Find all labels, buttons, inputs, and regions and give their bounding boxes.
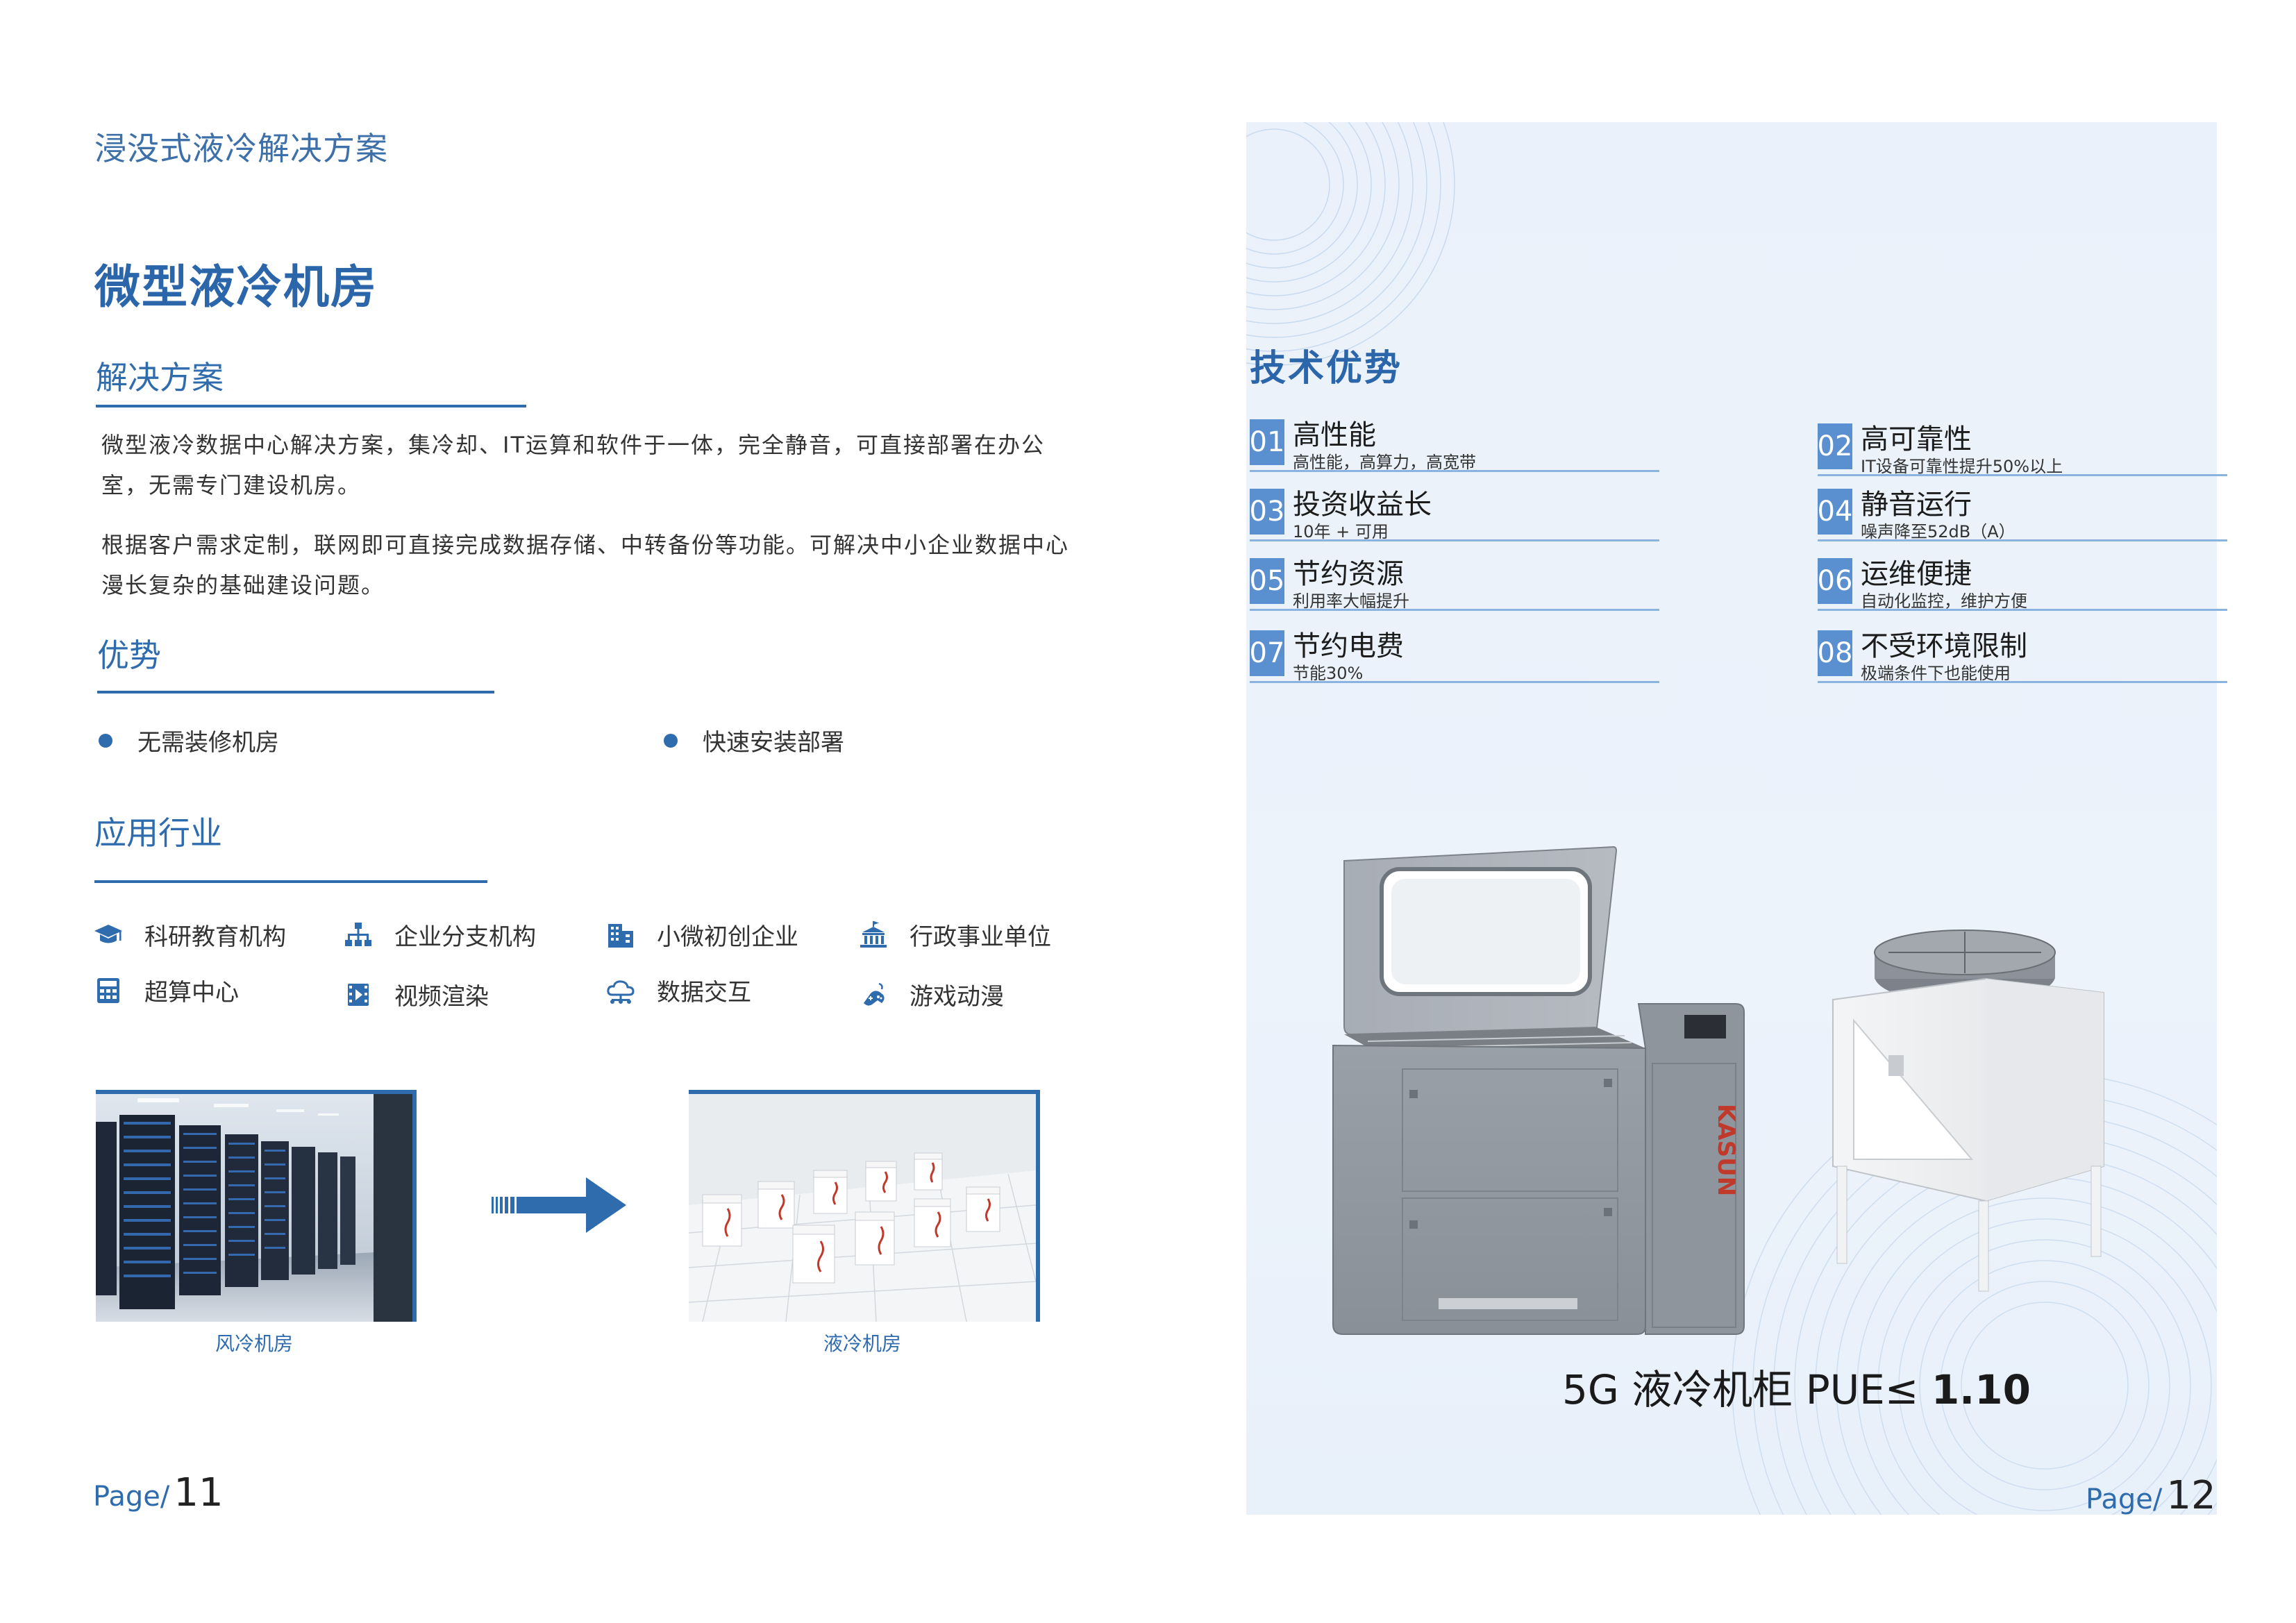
- industry-item: 视频渲染: [343, 977, 489, 1011]
- pue-value: 1.10: [1931, 1366, 2031, 1413]
- solution-rule: [96, 405, 526, 407]
- industry-item: 数据交互: [605, 973, 751, 1007]
- bullet-dot-icon: [99, 733, 112, 748]
- advantage-card: 05 节约资源 利用率大幅提升: [1250, 551, 1659, 611]
- gamepad-icon: [858, 979, 889, 1010]
- calculator-icon: [93, 975, 124, 1006]
- building-icon: [605, 920, 636, 950]
- advantage-item: 无需装修机房: [99, 723, 279, 757]
- advantage-underline: [1818, 474, 2227, 476]
- advantage-underline: [1250, 470, 1659, 472]
- advantage-card: 07 节约电费 节能30%: [1250, 623, 1659, 683]
- server-room-illustration: [96, 1094, 412, 1322]
- liquid-room-illustration: [689, 1094, 1036, 1322]
- advantage-card: 06 运维便捷 自动化监控，维护方便: [1818, 551, 2227, 611]
- advantage-card: 03 投资收益长 10年 + 可用: [1250, 482, 1659, 541]
- industry-item: 行政事业单位: [858, 918, 1051, 952]
- product-caption: 5G 液冷机柜 PUE≤ 1.10: [1562, 1366, 2031, 1413]
- government-icon: [858, 920, 889, 950]
- advantage-item: 快速安装部署: [664, 723, 844, 757]
- cabinet-brand-logo: KASUN: [1712, 1104, 1740, 1196]
- advantage-underline: [1818, 681, 2227, 683]
- liquid-cooling-cabinet-image: KASUN: [1319, 840, 2125, 1354]
- liquid-cooled-room-photo: [689, 1090, 1040, 1322]
- cabinet-illustration: KASUN: [1332, 846, 2104, 1335]
- solution-paragraph-2: 根据客户需求定制，联网即可直接完成数据存储、中转备份等功能。可解决中小企业数据中…: [101, 532, 1070, 598]
- page-number-right: Page / 12: [2086, 1473, 2216, 1518]
- advantage-card: 04 静音运行 噪声降至52dB（A）: [1818, 482, 2227, 541]
- cloud-network-icon: [605, 975, 636, 1006]
- bullet-dot-icon: [664, 733, 678, 748]
- advantage-underline: [1250, 681, 1659, 683]
- org-chart-icon: [343, 920, 374, 950]
- advantage-card: 08 不受环境限制 极端条件下也能使用: [1818, 623, 2227, 683]
- solution-heading: 解决方案: [96, 359, 224, 396]
- industry-item: 科研教育机构: [93, 918, 286, 952]
- advantage-underline: [1250, 539, 1659, 541]
- page-number-left: Page / 11: [93, 1470, 224, 1515]
- arrow-right-icon: [492, 1177, 626, 1233]
- advantage-card: 01 高性能 高性能，高算力，高宽带: [1250, 412, 1659, 472]
- advantage-card: 02 高可靠性 IT设备可靠性提升50%以上: [1818, 417, 2227, 476]
- transition-arrow: [489, 1173, 629, 1237]
- tech-advantages-heading: 技术优势: [1250, 348, 1403, 389]
- industries-heading: 应用行业: [94, 814, 222, 852]
- air-cooled-caption: 风冷机房: [215, 1332, 293, 1355]
- industry-item: 游戏动漫: [858, 977, 1004, 1011]
- document-category: 浸没式液冷解决方案: [94, 130, 388, 167]
- solution-paragraph-1: 微型液冷数据中心解决方案，集冷却、IT运算和软件于一体，完全静音，可直接部署在办…: [101, 432, 1045, 498]
- liquid-cooled-caption: 液冷机房: [823, 1332, 901, 1355]
- advantages-rule: [97, 691, 494, 693]
- industry-item: 企业分支机构: [343, 918, 536, 952]
- advantage-underline: [1818, 539, 2227, 541]
- page-title: 微型液冷机房: [94, 260, 378, 314]
- advantage-underline: [1250, 609, 1659, 611]
- video-icon: [343, 979, 374, 1010]
- graduation-cap-icon: [93, 920, 124, 950]
- industries-rule: [94, 880, 487, 883]
- air-cooled-room-photo: [96, 1090, 417, 1322]
- industry-item: 超算中心: [93, 973, 239, 1007]
- advantage-underline: [1818, 609, 2227, 611]
- industry-item: 小微初创企业: [605, 918, 798, 952]
- advantages-heading: 优势: [97, 637, 161, 674]
